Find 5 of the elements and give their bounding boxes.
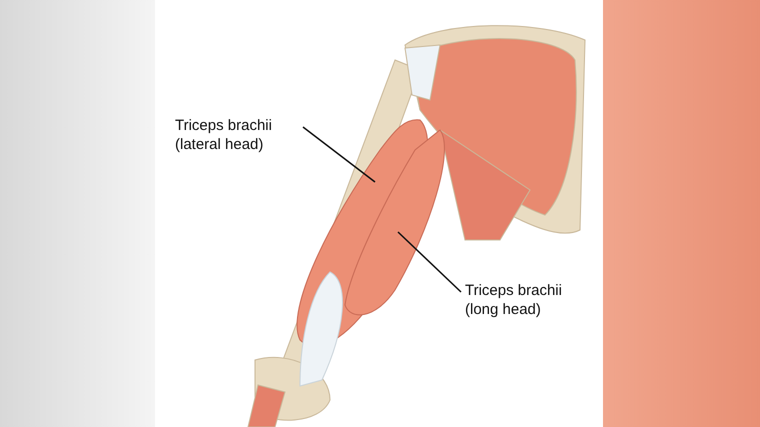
leader-line (397, 231, 462, 293)
muscle-label: Triceps brachii (lateral head) (175, 116, 293, 154)
muscle-label: Triceps brachii (long head) (465, 281, 583, 319)
leader-line (302, 126, 376, 183)
long-head-muscle (344, 130, 445, 316)
